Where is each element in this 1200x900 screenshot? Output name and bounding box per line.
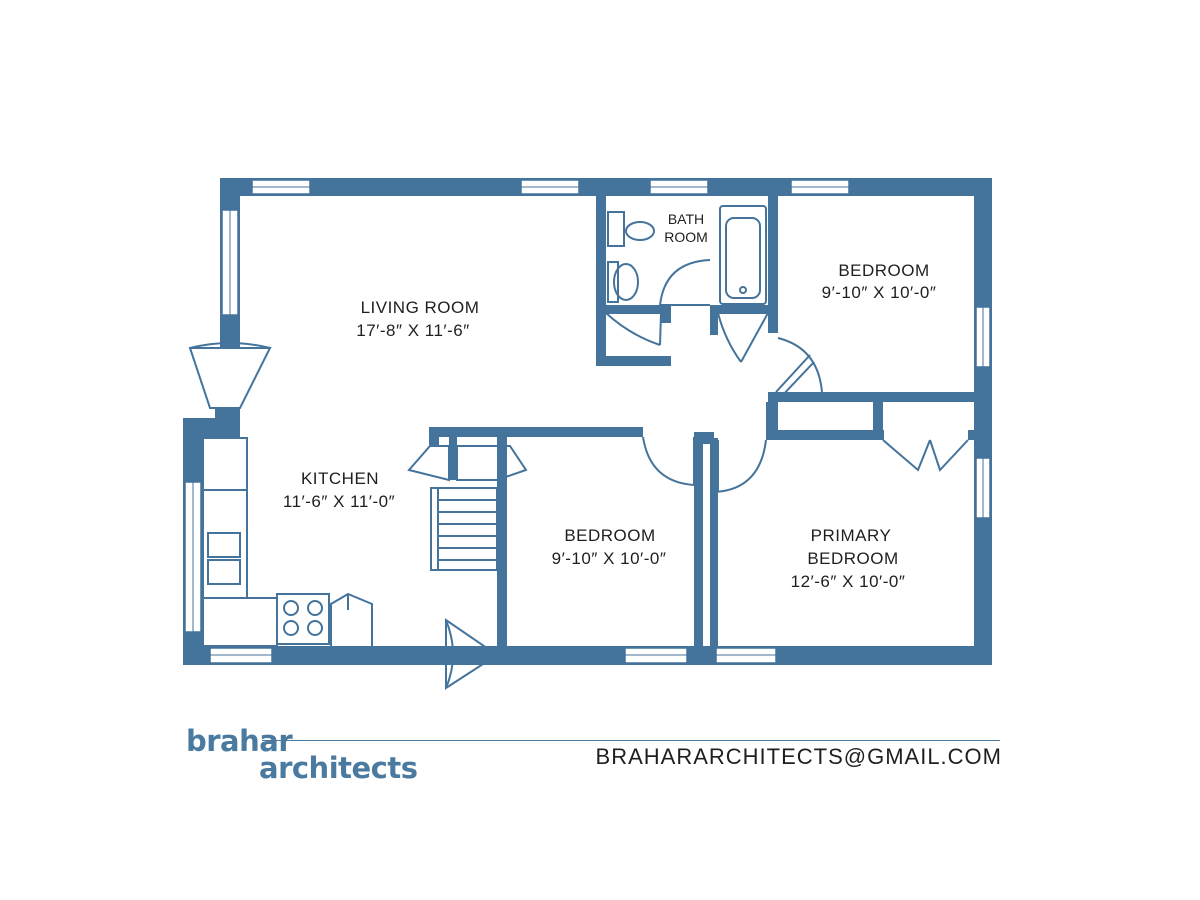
walls	[183, 178, 992, 665]
closet-partition	[873, 402, 883, 440]
ne-bedroom-size: 9′-10″ X 10′-0″	[822, 283, 937, 302]
ne-bedroom-name: BEDROOM	[838, 261, 929, 280]
east-wall	[974, 178, 992, 665]
bath-east-stub	[710, 305, 718, 335]
bath-closet-south-wall	[596, 356, 671, 366]
door-closet-left	[882, 439, 931, 472]
door-stair-left	[407, 445, 450, 482]
door-front	[445, 618, 499, 690]
center-east-wall	[694, 432, 703, 665]
door-bath-closet-arc	[605, 312, 661, 346]
door-bath-closet	[606, 312, 663, 346]
bath-closet-stub	[661, 305, 671, 323]
toilet-icon	[613, 263, 639, 301]
kitchen-name: KITCHEN	[301, 469, 379, 488]
kitchen-fixtures	[202, 437, 373, 647]
toilet-tank	[607, 261, 619, 303]
closet-south-wall	[768, 430, 884, 440]
bath-west-wall	[596, 178, 606, 366]
stair-box	[430, 487, 498, 571]
door-west-bay-arc	[189, 342, 271, 349]
sink-icon	[625, 221, 655, 241]
bath-east-closet-wall	[711, 305, 777, 313]
counter-south	[202, 597, 278, 647]
doors	[188, 259, 969, 690]
door-ne-bedroom-leaf-2	[779, 361, 815, 399]
sink-basin-2	[207, 559, 241, 585]
ne-bedroom-south-wall	[768, 392, 974, 402]
bath-fixtures	[607, 205, 767, 305]
fridge-icon	[330, 592, 373, 646]
door-center-bedroom-arc	[642, 436, 695, 486]
living-room-name: LIVING ROOM	[361, 298, 480, 317]
center-bedroom-west-wall	[497, 437, 507, 665]
sink-basin-1	[207, 532, 241, 558]
primary-west-wall	[710, 438, 718, 665]
door-ne-bedroom-leaf	[775, 354, 811, 393]
bath-label-line1: BATH	[668, 211, 704, 227]
stairs	[430, 487, 498, 571]
counter-top	[202, 437, 248, 491]
center-bedroom-name: BEDROOM	[564, 526, 655, 545]
door-closet-right	[929, 439, 969, 472]
stair-divider	[449, 437, 457, 480]
primary-bedroom-line2: BEDROOM	[807, 549, 898, 568]
door-west-bay	[188, 347, 272, 409]
closet-south-stub	[968, 430, 976, 440]
hall-post	[766, 402, 776, 440]
window-sill-lines	[192, 186, 984, 656]
door-bath-arc	[659, 259, 711, 306]
center-bedroom-north-wall	[429, 427, 643, 437]
bath-label-line2: ROOM	[664, 229, 708, 245]
bath-closet-top-wall	[606, 305, 666, 313]
door-stair-right	[456, 445, 528, 481]
door-bath-east-closet-arc	[717, 312, 742, 363]
primary-bedroom-line1: PRIMARY	[811, 526, 892, 545]
vanity	[607, 211, 625, 247]
center-bedroom-size: 9′-10″ X 10′-0″	[552, 549, 667, 568]
primary-bedroom-size: 12′-6″ X 10′-0″	[791, 572, 906, 591]
stove-icon	[276, 593, 330, 645]
door-bath-east-closet	[718, 312, 770, 363]
kitchen-size: 11′-6″ X 11′-0″	[283, 492, 395, 511]
bathtub-icon	[719, 205, 767, 305]
bath-bedroom-partition	[768, 178, 778, 333]
door-primary-arc	[713, 439, 767, 493]
center-north-stub	[429, 427, 439, 445]
living-room-size: 17′-8″ X 11′-6″	[356, 321, 469, 340]
kitchen-corner-wall	[183, 418, 240, 438]
door-front-arc	[445, 619, 454, 689]
south-wall	[183, 646, 992, 665]
